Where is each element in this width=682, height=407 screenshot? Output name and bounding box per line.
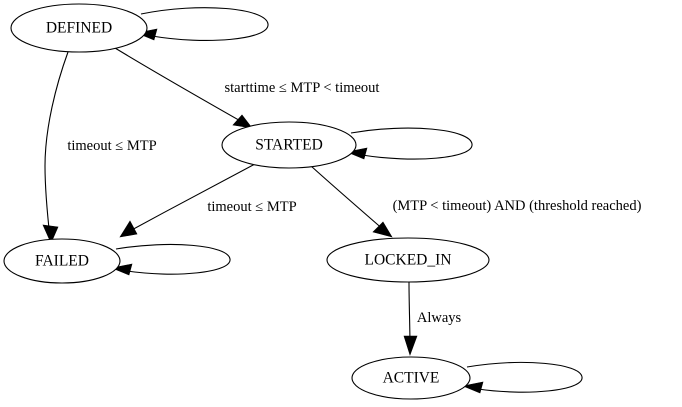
edge-defined-failed-path [44, 51, 69, 239]
edge-defined-failed-arrowhead [42, 224, 59, 244]
node-started-label: STARTED [255, 137, 323, 154]
edge-started-self-path [350, 127, 473, 160]
edge-defined-started[interactable]: starttime ≤ MTP < timeout [114, 47, 380, 129]
edge-label-started-locked-in: (MTP < timeout) AND (threshold reached) [393, 198, 642, 214]
edge-locked-in-active-arrowhead [403, 335, 418, 356]
edge-label-defined-failed: timeout ≤ MTP [67, 138, 156, 154]
edge-defined-started-arrowhead [232, 114, 253, 129]
edge-started-locked-in[interactable]: (MTP < timeout) AND (threshold reached) [310, 165, 642, 238]
node-active[interactable]: ACTIVE [351, 356, 471, 400]
edge-defined-self[interactable] [135, 7, 269, 41]
edge-defined-failed[interactable]: timeout ≤ MTP [42, 51, 157, 244]
edge-active-self-path [466, 361, 583, 393]
node-failed-label: FAILED [35, 253, 89, 270]
node-locked-in-label: LOCKED_IN [365, 252, 452, 269]
edge-failed-self-arrowhead [110, 263, 133, 276]
edge-defined-started-path [114, 47, 245, 124]
node-started[interactable]: STARTED [221, 121, 357, 169]
edge-started-failed-arrowhead [119, 220, 138, 238]
node-failed-ellipse [3, 238, 121, 284]
edge-locked-in-active[interactable]: Always [403, 281, 462, 356]
edge-started-self-arrowhead [345, 147, 368, 160]
edge-failed-self[interactable] [110, 243, 231, 276]
edge-label-defined-started: starttime ≤ MTP < timeout [225, 80, 380, 96]
edge-active-self-arrowhead [461, 381, 484, 394]
edge-started-failed-path [127, 163, 256, 233]
node-locked-in[interactable]: LOCKED_IN [326, 237, 490, 283]
edge-started-locked-in-path [310, 165, 386, 232]
edge-active-self[interactable] [461, 361, 583, 394]
node-defined-label: DEFINED [46, 20, 112, 37]
edge-label-started-failed: timeout ≤ MTP [207, 199, 296, 215]
edge-started-locked-in-arrowhead [372, 221, 393, 238]
node-locked-in-ellipse [326, 237, 490, 283]
node-defined-ellipse [10, 3, 148, 53]
node-started-ellipse [221, 121, 357, 169]
node-failed[interactable]: FAILED [3, 238, 121, 284]
edge-defined-self-path [140, 7, 269, 41]
edge-label-locked-in-active: Always [417, 310, 462, 326]
node-defined[interactable]: DEFINED [10, 3, 148, 53]
edge-started-failed[interactable]: timeout ≤ MTP [119, 163, 297, 238]
node-active-label: ACTIVE [383, 370, 440, 387]
edge-started-self[interactable] [345, 127, 473, 160]
node-active-ellipse [351, 356, 471, 400]
edge-failed-self-path [115, 243, 231, 275]
